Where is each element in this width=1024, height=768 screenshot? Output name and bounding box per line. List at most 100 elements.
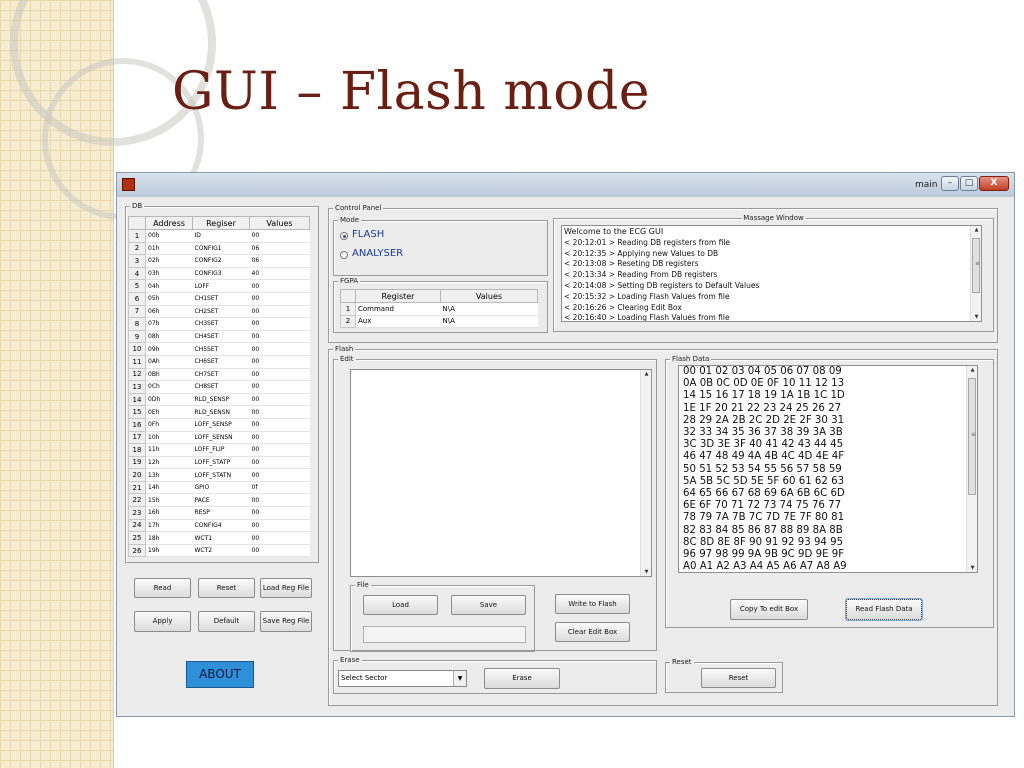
address-cell[interactable]: 09h <box>145 342 193 356</box>
address-cell[interactable]: 11h <box>145 443 193 457</box>
title-bar[interactable]: main – □ X <box>117 173 1014 197</box>
register-cell[interactable]: CH8SET <box>192 380 250 394</box>
address-cell[interactable]: 0Ch <box>145 380 193 394</box>
register-cell[interactable]: CONFIG3 <box>192 267 250 281</box>
flash-data-scrollbar[interactable]: ▲ ≡ ▼ <box>966 366 977 572</box>
load-reg-file-button[interactable]: Load Reg File <box>260 578 312 598</box>
value-cell[interactable]: 00 <box>249 456 310 470</box>
value-cell[interactable]: 00 <box>249 531 310 545</box>
register-cell[interactable]: LOFF_SENSP <box>192 418 250 432</box>
register-cell[interactable]: CH5SET <box>192 342 250 356</box>
register-cell[interactable]: CH4SET <box>192 330 250 344</box>
about-button[interactable]: ABOUT <box>186 661 254 688</box>
value-cell[interactable]: 00 <box>249 418 310 432</box>
value-cell[interactable]: 00 <box>249 292 310 306</box>
write-to-flash-button[interactable]: Write to Flash <box>555 594 630 614</box>
register-cell[interactable]: RESP <box>192 506 250 520</box>
message-log[interactable]: Welcome to the ECG GUI< 20:12:01 > Readi… <box>561 225 982 322</box>
value-cell[interactable]: N\A <box>440 302 538 316</box>
address-cell[interactable]: 0Eh <box>145 405 193 419</box>
address-cell[interactable]: 18h <box>145 531 193 545</box>
value-cell[interactable]: 00 <box>249 342 310 356</box>
address-cell[interactable]: 08h <box>145 330 193 344</box>
value-cell[interactable]: 00 <box>249 305 310 319</box>
address-cell[interactable]: 01h <box>145 242 193 256</box>
value-cell[interactable]: 0f <box>249 481 310 495</box>
address-cell[interactable]: 17h <box>145 519 193 533</box>
save-reg-file-button[interactable]: Save Reg File <box>260 611 312 632</box>
analyser-radio-button[interactable] <box>340 251 348 259</box>
address-cell[interactable]: 05h <box>145 292 193 306</box>
load-file-button[interactable]: Load <box>363 595 438 615</box>
reset-flash-button[interactable]: Reset <box>701 668 776 688</box>
address-cell[interactable]: 07h <box>145 317 193 331</box>
analyser-radio-label[interactable]: ANALYSER <box>352 248 404 259</box>
register-cell[interactable]: LOFF_STATN <box>192 468 250 482</box>
scroll-down-arrow-icon[interactable]: ▼ <box>644 569 649 575</box>
register-cell[interactable]: WCT2 <box>192 544 250 558</box>
value-cell[interactable]: 00 <box>249 317 310 331</box>
register-cell[interactable]: ID <box>192 229 250 243</box>
register-cell[interactable]: CONFIG2 <box>192 254 250 268</box>
register-cell[interactable]: LOFF <box>192 279 250 293</box>
register-cell[interactable]: GPIO <box>192 481 250 495</box>
minimize-button[interactable]: – <box>941 176 959 191</box>
value-cell[interactable]: 00 <box>249 506 310 520</box>
file-path-field[interactable] <box>363 626 526 643</box>
value-cell[interactable]: 40 <box>249 267 310 281</box>
read-button[interactable]: Read <box>134 578 191 598</box>
scroll-thumb[interactable]: ≡ <box>972 238 980 293</box>
apply-button[interactable]: Apply <box>134 611 191 632</box>
address-cell[interactable]: 06h <box>145 305 193 319</box>
reset-db-button[interactable]: Reset <box>198 578 255 598</box>
address-cell[interactable]: 13h <box>145 468 193 482</box>
edit-scrollbar[interactable]: ▲ ▼ <box>640 370 651 576</box>
erase-button[interactable]: Erase <box>484 668 560 689</box>
address-cell[interactable]: 19h <box>145 544 193 558</box>
address-cell[interactable]: 0Dh <box>145 393 193 407</box>
value-cell[interactable]: 00 <box>249 519 310 533</box>
register-cell[interactable]: RLD_SENSP <box>192 393 250 407</box>
value-cell[interactable]: 00 <box>249 405 310 419</box>
address-cell[interactable]: 02h <box>145 254 193 268</box>
register-cell[interactable]: CH1SET <box>192 292 250 306</box>
register-cell[interactable]: RLD_SENSN <box>192 405 250 419</box>
scroll-up-arrow-icon[interactable]: ▲ <box>644 371 649 377</box>
value-cell[interactable]: 00 <box>249 393 310 407</box>
default-button[interactable]: Default <box>198 611 255 632</box>
address-cell[interactable]: 0Ah <box>145 355 193 369</box>
register-cell[interactable]: Command <box>355 302 441 316</box>
register-cell[interactable]: CH6SET <box>192 355 250 369</box>
maximize-button[interactable]: □ <box>960 176 978 191</box>
address-cell[interactable]: 10h <box>145 431 193 445</box>
register-cell[interactable]: LOFF_SENSN <box>192 431 250 445</box>
chevron-down-icon[interactable]: ▼ <box>453 671 466 686</box>
clear-edit-box-button[interactable]: Clear Edit Box <box>555 622 630 642</box>
register-cell[interactable]: CH3SET <box>192 317 250 331</box>
value-cell[interactable]: 00 <box>249 443 310 457</box>
edit-textbox[interactable]: ▲ ▼ <box>350 369 652 577</box>
save-file-button[interactable]: Save <box>451 595 526 615</box>
register-cell[interactable]: PACE <box>192 493 250 508</box>
